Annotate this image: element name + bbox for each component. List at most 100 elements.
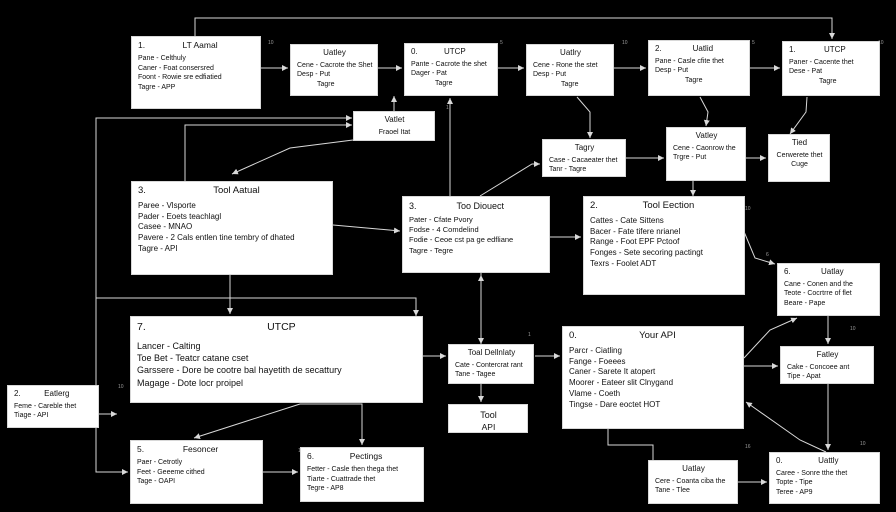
edge	[332, 224, 401, 234]
node-row: Tage - OAPI	[137, 478, 176, 486]
edge-label: 5	[752, 40, 755, 46]
node-number: 7.	[137, 321, 146, 333]
edge-label: 1	[446, 105, 449, 111]
node-row: Pader - Eoets teachlagl	[138, 211, 222, 221]
node-row: Cake - Concoee ant	[787, 363, 850, 371]
node-title: Uattly	[818, 456, 839, 465]
edge-label: 10	[268, 40, 274, 46]
edge	[95, 115, 352, 389]
node-row: Tagre	[685, 76, 703, 84]
node-title: Pectings	[349, 451, 383, 461]
node-row: Trgre - Put	[673, 154, 707, 162]
node-row: Paner - Cacente thet	[789, 58, 854, 66]
edge	[194, 17, 835, 39]
node-title: UTCP	[267, 321, 296, 333]
edge-label: 10	[850, 326, 856, 332]
node-row: Tagre	[435, 79, 453, 87]
edge-label: 10	[745, 206, 751, 212]
node-title: Uatlry	[560, 48, 581, 57]
node-fesoncer: 5.Fesoncer Paer - Cetrotly Feet - Geeeme…	[130, 440, 263, 504]
node-number: 2.	[14, 389, 21, 398]
node-row: Cene - Cacrote the Shet	[297, 61, 373, 69]
node-uatlay-right: 6.Uatlay Cane - Conen and the Teote - Co…	[777, 263, 880, 316]
node-utcp-main: 7.UTCP Lancer - Calting Toe Bet - Teatcr…	[130, 316, 423, 403]
node-tool-aatual: 3.Tool Aatual Paree - Vlsporte Pader - E…	[131, 181, 333, 275]
node-row: Cene - Caonrow the	[673, 144, 736, 152]
node-row: Moorer - Eateer slit Clnygand	[569, 378, 674, 388]
node-row: Tegre - AP8	[307, 485, 344, 493]
node-row: Fraoel Itat	[378, 128, 411, 136]
node-row: Desp - Put	[655, 67, 689, 75]
node-row: Bacer - Fate tifere nrianel	[590, 226, 681, 236]
node-title: Vatlet	[384, 115, 405, 124]
node-title: Vatley	[695, 131, 718, 140]
node-row: Cerwerete thet	[776, 151, 823, 159]
node-row: Fange - Foeees	[569, 356, 626, 366]
node-row: Pavere - 2 Cals entlen tine tembry of dh…	[138, 233, 295, 243]
node-uatley: Uatley Cene - Cacrote the Shet Desp - Pu…	[290, 44, 378, 96]
node-title: Fesoncer	[182, 444, 219, 454]
node-row: Texrs - Foolet ADT	[590, 259, 657, 268]
edge	[743, 317, 798, 359]
node-tagry: Tagry Case - Cacaeater thet Tanr - Tagre	[542, 139, 626, 177]
node-row: Cate - Contercrat rant	[455, 361, 523, 369]
node-row: Feet - Geeeme cithed	[137, 468, 205, 476]
edge	[95, 414, 128, 475]
node-title: Tied	[791, 138, 808, 147]
node-row: Case - Cacaeater thet	[549, 156, 618, 164]
node-row: Fetter - Casle then thega thet	[307, 466, 399, 474]
node-eatlerg: 2.Eatlerg Feme - Careble thet Tiage - AP…	[7, 385, 99, 428]
node-row: Cere - Coanta ciba the	[655, 477, 726, 485]
node-row: Cuge	[791, 161, 808, 169]
node-title: Uatlid	[692, 44, 714, 53]
node-row: Dese - Pat	[789, 68, 823, 76]
node-number: 6.	[784, 267, 791, 276]
edge	[184, 122, 352, 181]
edge-label: 10	[118, 384, 124, 390]
node-uatlry: Uatlry Cene - Rone the stet Desp - Put T…	[526, 44, 614, 96]
node-title: Eatlerg	[44, 389, 70, 398]
node-row: Topte - Tipe	[776, 479, 813, 487]
node-row: Tagre - APP	[138, 83, 176, 91]
node-title: UTCP	[823, 45, 846, 54]
node-pectings: 6. Pectings Fetter - Casle then thega the…	[300, 447, 424, 502]
node-row: Caner - Foat consersred	[138, 64, 214, 72]
node-utcp-top: 0.UTCP Pante - Cacrote the shet Dager - …	[404, 43, 498, 96]
node-row: Tane - Tlee	[655, 487, 690, 495]
edge-label: 1	[528, 332, 531, 338]
node-row: Feme - Careble thet	[14, 402, 77, 410]
node-number: 0.	[569, 330, 577, 341]
node-row: Dager - Pat	[411, 70, 447, 78]
node-title: Uatley	[323, 48, 346, 57]
node-row: Caner - Sarete It atopert	[569, 367, 656, 377]
node-vatley: Vatley Cene - Caonrow the Trgre - Put	[666, 127, 746, 181]
edge	[96, 297, 419, 316]
node-row: Foont - Rowie sre edfiatied	[138, 74, 222, 82]
edge-label: 5	[500, 40, 503, 46]
edge	[193, 403, 301, 440]
edge	[739, 221, 776, 266]
node-tool-eection: 2.Tool Eection Cattes - Cate Sittens Bac…	[583, 196, 745, 295]
node-number: 6.	[307, 451, 315, 461]
node-row: Paree - Vlsporte	[138, 200, 196, 210]
node-row: Tagre	[819, 77, 837, 85]
node-title: Fatley	[816, 350, 839, 359]
edge	[231, 139, 354, 175]
node-number: 1.	[138, 40, 146, 50]
node-row: Garssere - Dore be cootre bal hayetith d…	[137, 365, 342, 376]
node-uatlid: 2.Uatlid Pane - Casle cfite thet Desp - …	[648, 40, 750, 96]
node-row: Cene - Rone the stet	[533, 61, 598, 69]
edge	[699, 96, 710, 127]
node-row: Tingse - Dare eoctet HOT	[569, 399, 661, 409]
node-row: Beare - Pape	[784, 299, 826, 307]
node-row: Casee - MNAO	[138, 222, 193, 232]
node-uattly: 0. Uattly Caree - Sonre tthe thet Topte -…	[769, 452, 880, 504]
node-number: 0.	[776, 456, 783, 465]
node-row: Tiarte - Cuattrade thet	[307, 475, 376, 483]
node-row: Tagre	[561, 80, 579, 88]
node-title: Tool Aatual	[213, 185, 260, 196]
node-number: 2.	[655, 44, 662, 53]
node-row: Caree - Sonre tthe thet	[776, 469, 848, 477]
node-number: 0.	[411, 47, 418, 56]
edge-label: 16	[745, 444, 751, 450]
